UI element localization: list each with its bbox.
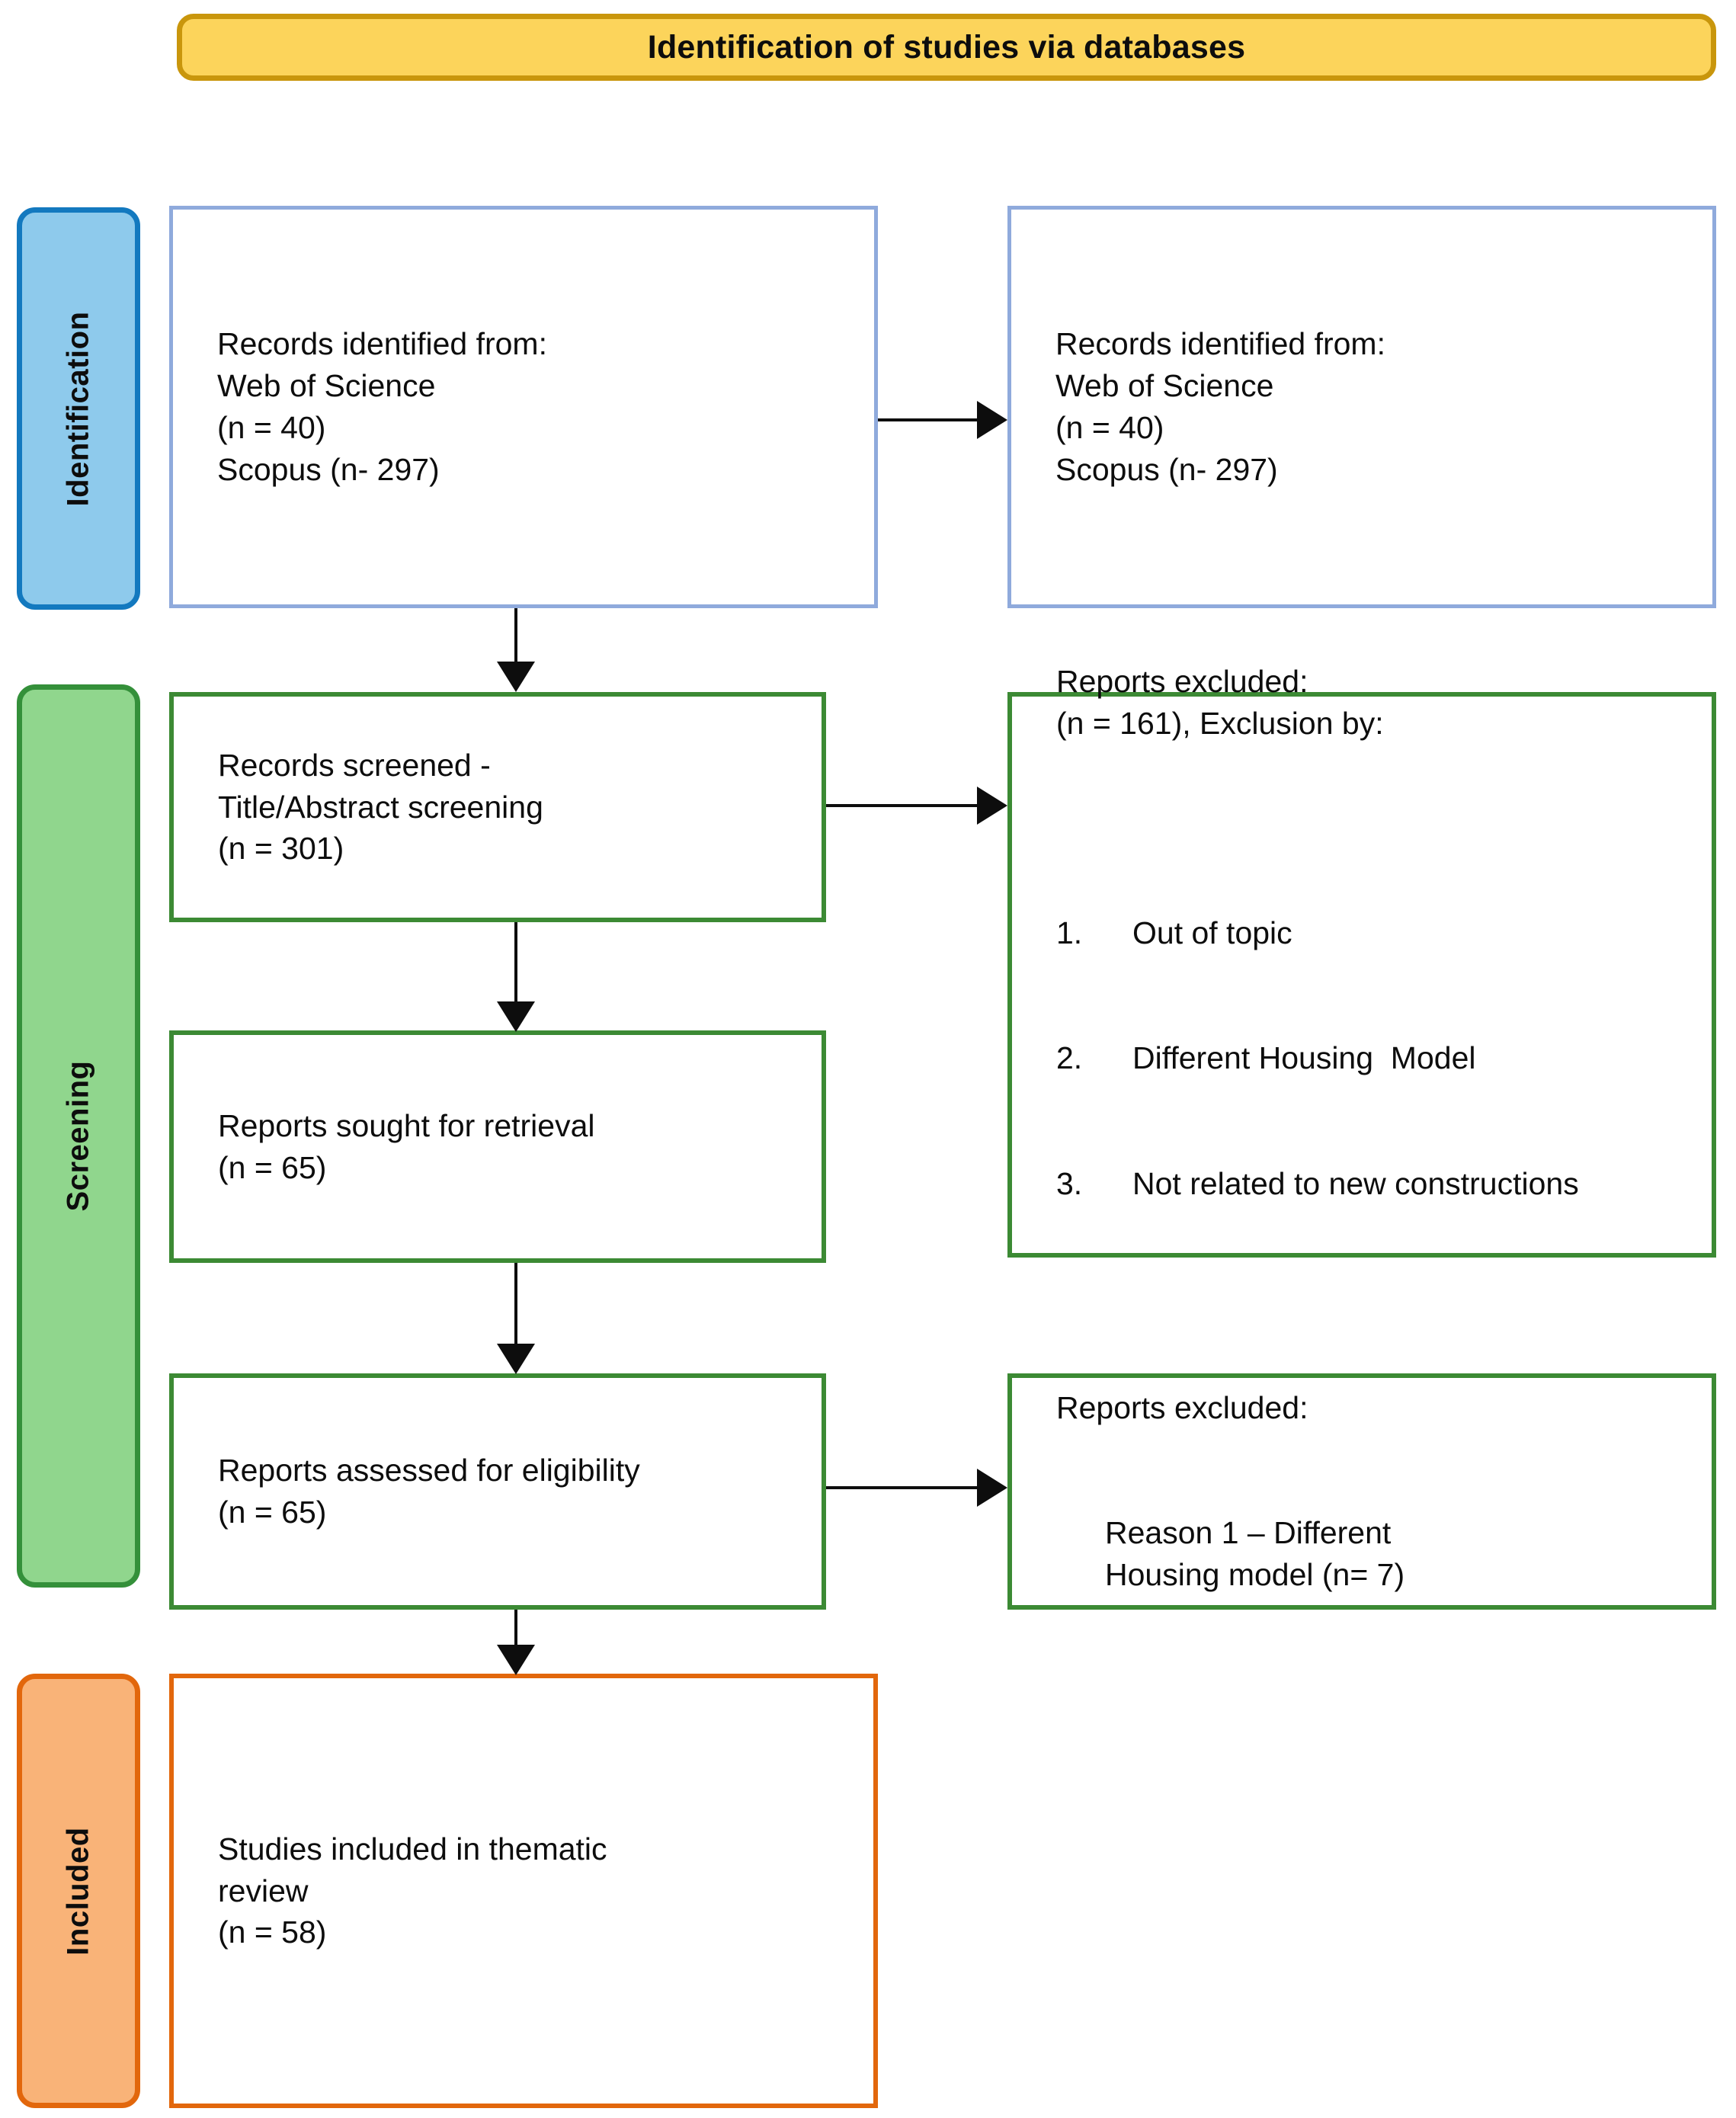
list-item-number: 1. [1056,915,1083,950]
box-reports-assessed-eligibility: Reports assessed for eligibility (n = 65… [169,1373,826,1610]
stage-label-identification: Identification [17,207,140,610]
box-reports-excluded-eligibility: Reports excluded: Reason 1 – Different H… [1007,1373,1716,1610]
list-item-label: Not related to new constructions [1132,1166,1579,1202]
arrow-sought-to-assessed-head [497,1344,535,1374]
arrow-assessed-to-excluded-line [826,1486,977,1489]
arrow-ident-left-to-right-line [878,418,977,421]
arrow-screened-to-sought-line [514,922,517,1003]
list-item-number: 2. [1056,1040,1083,1076]
arrow-screened-to-excluded-head [977,787,1007,825]
box-studies-included-text: Studies included in thematic review (n =… [218,1831,607,1950]
exclusion-reason-list: 1. Out of topic 2. Different Housing Mod… [1056,828,1704,1289]
stage-label-identification-text: Identification [61,311,95,506]
box-studies-included: Studies included in thematic review (n =… [169,1674,878,2108]
box-records-identified-left: Records identified from: Web of Science … [169,206,878,608]
list-item: 2. Different Housing Model [1056,1037,1704,1079]
box-reports-sought-retrieval-text: Reports sought for retrieval (n = 65) [218,1107,595,1185]
box-reports-excluded-eligibility-body: Reports excluded: Reason 1 – Different H… [1012,1303,1712,1680]
arrow-screened-to-sought-head [497,1001,535,1032]
box-reports-assessed-eligibility-text: Reports assessed for eligibility (n = 65… [218,1453,640,1530]
box-reports-excluded-screening-heading: Reports excluded: (n = 161), Exclusion b… [1056,663,1384,741]
diagram-header-banner: Identification of studies via databases [177,14,1716,81]
arrow-sought-to-assessed-line [514,1263,517,1345]
list-item: 3. Not related to new constructions [1056,1163,1704,1205]
list-item-number: 3. [1056,1166,1083,1202]
arrow-ident-to-screened-head [497,662,535,692]
stage-label-screening: Screening [17,684,140,1588]
page-title: Identification of studies via databases [647,28,1246,66]
box-records-screened-text: Records screened - Title/Abstract screen… [218,747,543,867]
box-reports-sought-retrieval: Reports sought for retrieval (n = 65) [169,1030,826,1263]
box-reports-excluded-screening: Reports excluded: (n = 161), Exclusion b… [1007,664,1716,1258]
arrow-assessed-to-excluded-head [977,1469,1007,1507]
box-records-identified-left-text: Records identified from: Web of Science … [217,326,547,487]
box-reports-excluded-eligibility-detail: Reason 1 – Different Housing model (n= 7… [1105,1515,1405,1593]
arrow-assessed-to-included-line [514,1610,517,1648]
box-records-identified-right: Records identified from: Web of Science … [1007,206,1716,608]
stage-label-included-text: Included [61,1826,95,1956]
stage-label-screening-text: Screening [61,1060,95,1212]
arrow-ident-left-to-right-head [977,401,1007,439]
arrow-screened-to-excluded-line [826,804,977,807]
stage-label-included: Included [17,1674,140,2108]
box-records-identified-right-text: Records identified from: Web of Science … [1055,326,1385,487]
list-item: 1. Out of topic [1056,912,1704,954]
arrow-ident-to-screened-line [514,608,517,663]
box-reports-excluded-eligibility-heading: Reports excluded: [1056,1389,1308,1425]
box-records-screened: Records screened - Title/Abstract screen… [169,692,826,922]
arrow-assessed-to-included-head [497,1645,535,1675]
box-reports-excluded-screening-body: Reports excluded: (n = 161), Exclusion b… [1012,577,1712,1373]
list-item-label: Out of topic [1132,915,1292,950]
list-item-label: Different Housing Model [1132,1040,1476,1076]
